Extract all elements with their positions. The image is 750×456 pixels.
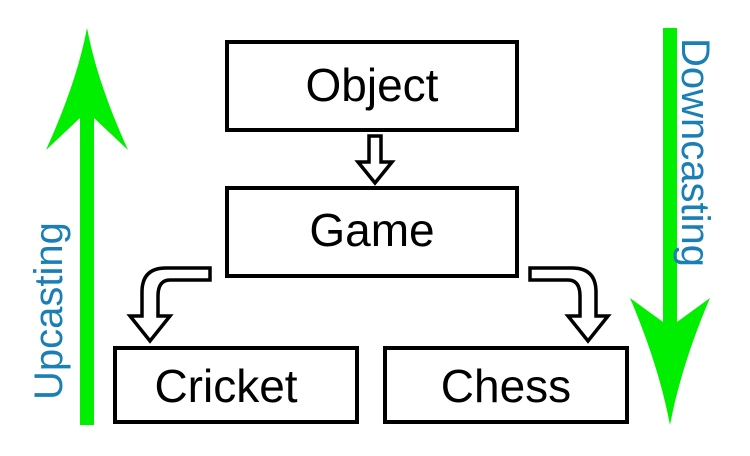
game-node: Game <box>225 186 519 278</box>
game-to-cricket-arrow <box>126 266 212 344</box>
game-label: Game <box>309 204 434 256</box>
downcasting-label: Downcasting <box>673 38 717 267</box>
object-label: Object <box>306 59 439 111</box>
cricket-node: Cricket <box>113 346 359 424</box>
upcasting-label: Upcasting <box>27 222 71 400</box>
chess-label: Chess <box>441 360 571 412</box>
game-to-chess-arrow <box>528 266 612 344</box>
downcasting-arrow <box>630 28 710 425</box>
chess-node: Chess <box>383 346 629 424</box>
cricket-label: Cricket <box>154 360 297 412</box>
object-to-game-arrow <box>354 134 396 186</box>
upcasting-arrow <box>46 28 128 425</box>
object-node: Object <box>225 40 519 132</box>
